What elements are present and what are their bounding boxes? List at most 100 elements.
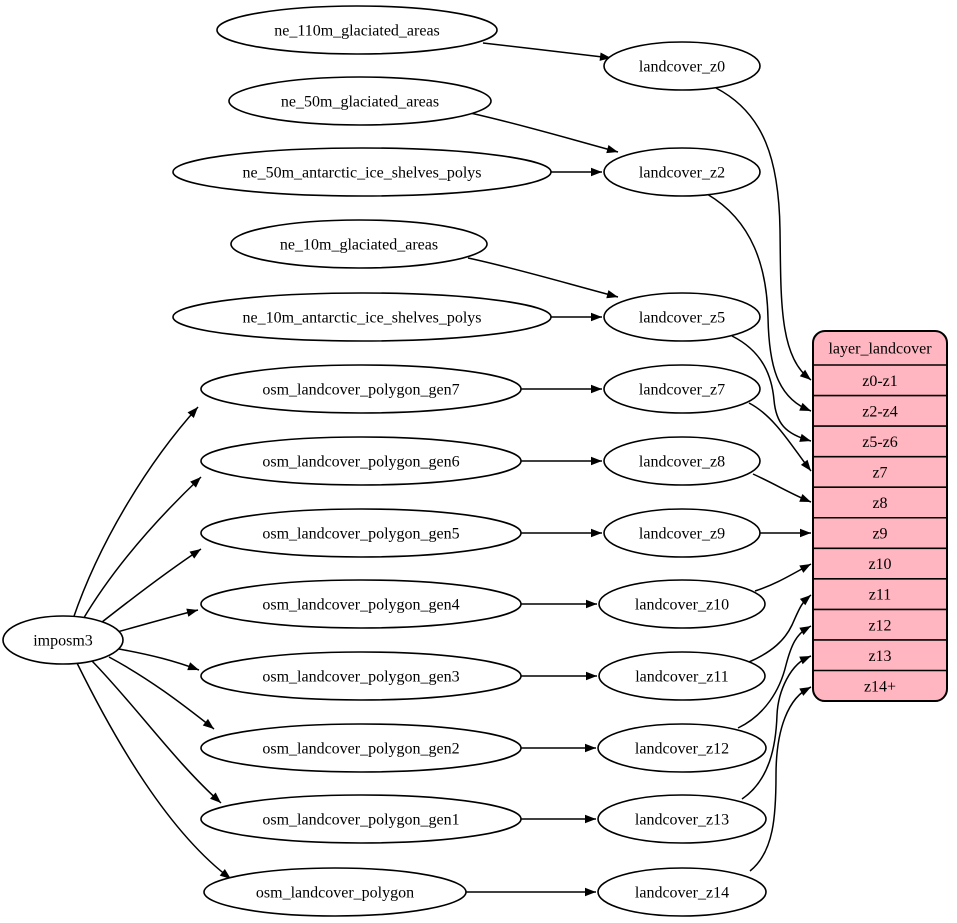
node-shape-ne_50m_glaciated_areas	[228, 76, 492, 126]
node-label-landcover_z2: landcover_z2	[639, 165, 725, 182]
node-shape-osm_landcover_polygon_gen2	[200, 723, 522, 773]
arrowhead	[606, 145, 618, 154]
node-label-landcover_z11: landcover_z11	[635, 669, 729, 686]
node-shape-landcover_z8	[603, 436, 761, 486]
node-label-landcover_z10: landcover_z10	[635, 597, 729, 614]
node-label-osm_landcover_polygon_gen5: osm_landcover_polygon_gen5	[262, 526, 459, 543]
node-label-osm_landcover_polygon_gen1: osm_landcover_polygon_gen1	[262, 812, 459, 829]
arrowhead	[585, 887, 596, 897]
table-body	[812, 330, 948, 703]
node-shape-landcover_z11	[598, 651, 766, 701]
node-osm_landcover_polygon: osm_landcover_polygon	[203, 867, 467, 917]
node-shape-landcover_z5	[603, 292, 761, 342]
node-landcover_z11: landcover_z11	[598, 651, 766, 701]
node-landcover_z5: landcover_z5	[603, 292, 761, 342]
node-label-landcover_z0: landcover_z0	[639, 59, 725, 76]
arrowhead	[187, 407, 198, 419]
node-landcover_z14: landcover_z14	[597, 867, 767, 917]
node-shape-landcover_z2	[603, 147, 761, 197]
node-ne_10m_antarctic_ice_shelves_polys: ne_10m_antarctic_ice_shelves_polys	[172, 292, 552, 342]
arrowhead	[799, 626, 811, 636]
node-landcover_z9: landcover_z9	[603, 508, 761, 558]
arrowhead	[585, 814, 596, 824]
table-row-z11: z11	[869, 587, 892, 604]
node-shape-osm_landcover_polygon_gen6	[200, 436, 522, 486]
node-osm_landcover_polygon_gen2: osm_landcover_polygon_gen2	[200, 723, 522, 773]
node-label-osm_landcover_polygon: osm_landcover_polygon	[256, 885, 414, 902]
node-osm_landcover_polygon_gen6: osm_landcover_polygon_gen6	[200, 436, 522, 486]
node-landcover_z2: landcover_z2	[603, 147, 761, 197]
arrowhead	[599, 52, 611, 61]
node-shape-landcover_z13	[597, 794, 767, 844]
node-shape-osm_landcover_polygon_gen5	[200, 508, 522, 558]
node-label-ne_10m_antarctic_ice_shelves_polys: ne_10m_antarctic_ice_shelves_polys	[242, 310, 481, 327]
table-row-z12: z12	[868, 617, 891, 634]
arrowhead	[800, 528, 811, 538]
node-ne_50m_glaciated_areas: ne_50m_glaciated_areas	[228, 76, 492, 126]
node-label-ne_10m_glaciated_areas: ne_10m_glaciated_areas	[280, 237, 438, 254]
arrowhead	[799, 564, 811, 573]
arrowhead	[186, 608, 198, 617]
edge-landcover_z14->layer_landcover#z14+	[749, 686, 812, 872]
table-title: layer_landcover	[828, 341, 932, 358]
arrowhead	[591, 167, 602, 177]
node-landcover_z0: landcover_z0	[603, 41, 761, 91]
arrowhead	[799, 402, 811, 411]
node-osm_landcover_polygon_gen4: osm_landcover_polygon_gen4	[200, 579, 522, 629]
edge-landcover_z2->layer_landcover#z2-z4	[706, 193, 812, 412]
node-shape-landcover_z14	[597, 867, 767, 917]
table-row-z0-z1: z0-z1	[862, 373, 898, 390]
node-shape-landcover_z10	[598, 579, 766, 629]
node-label-osm_landcover_polygon_gen4: osm_landcover_polygon_gen4	[262, 597, 459, 614]
arrowhead	[591, 456, 602, 466]
node-label-landcover_z8: landcover_z8	[639, 454, 725, 471]
table-row-z7: z7	[872, 465, 887, 482]
node-shape-landcover_z0	[603, 41, 761, 91]
node-imposm3: imposm3	[2, 615, 124, 665]
table-row-z14+: z14+	[864, 678, 896, 695]
node-shape-ne_10m_glaciated_areas	[230, 219, 488, 269]
node-landcover_z12: landcover_z12	[597, 723, 767, 773]
node-shape-landcover_z12	[597, 723, 767, 773]
node-label-landcover_z5: landcover_z5	[639, 310, 725, 327]
edge-landcover_z0->layer_landcover#z0-z1	[715, 87, 812, 381]
arrowhead	[799, 369, 811, 380]
node-label-landcover_z12: landcover_z12	[635, 741, 729, 758]
arrowhead	[190, 477, 201, 488]
node-label-ne_50m_glaciated_areas: ne_50m_glaciated_areas	[281, 94, 439, 111]
node-label-landcover_z13: landcover_z13	[635, 812, 729, 829]
nodes: imposm3ne_110m_glaciated_areasne_50m_gla…	[2, 5, 767, 917]
node-osm_landcover_polygon_gen3: osm_landcover_polygon_gen3	[200, 651, 522, 701]
arrowhead	[591, 528, 602, 538]
edge-imposm3->osm_landcover_polygon_gen7	[72, 406, 199, 620]
node-ne_50m_antarctic_ice_shelves_polys: ne_50m_antarctic_ice_shelves_polys	[172, 147, 552, 197]
arrowhead	[591, 312, 602, 322]
arrowhead	[799, 595, 811, 606]
edge-imposm3->osm_landcover_polygon_gen3	[118, 648, 200, 671]
node-label-landcover_z9: landcover_z9	[639, 526, 725, 543]
arrowhead	[799, 493, 811, 502]
arrowhead	[586, 671, 597, 681]
node-label-imposm3: imposm3	[33, 633, 93, 650]
node-landcover_z8: landcover_z8	[603, 436, 761, 486]
edge-imposm3->osm_landcover_polygon_gen2	[108, 656, 215, 730]
node-shape-ne_110m_glaciated_areas	[216, 5, 498, 55]
edge-ne_110m_glaciated_areas->landcover_z0	[482, 42, 612, 59]
edges	[72, 42, 812, 897]
node-label-ne_50m_antarctic_ice_shelves_polys: ne_50m_antarctic_ice_shelves_polys	[242, 165, 481, 182]
edge-imposm3->osm_landcover_polygon_gen4	[116, 609, 199, 633]
table-row-z13: z13	[868, 648, 891, 665]
arrowhead	[799, 687, 811, 696]
node-shape-osm_landcover_polygon_gen1	[200, 794, 522, 844]
edge-imposm3->osm_landcover_polygon_gen1	[91, 660, 222, 804]
arrowhead	[591, 384, 602, 394]
node-shape-osm_landcover_polygon	[203, 867, 467, 917]
arrowhead	[189, 549, 201, 559]
table-row-z2-z4: z2-z4	[862, 403, 898, 420]
node-label-landcover_z7: landcover_z7	[639, 382, 725, 399]
node-label-osm_landcover_polygon_gen2: osm_landcover_polygon_gen2	[262, 741, 459, 758]
edge-imposm3->osm_landcover_polygon	[76, 662, 232, 880]
arrowhead	[586, 599, 597, 609]
